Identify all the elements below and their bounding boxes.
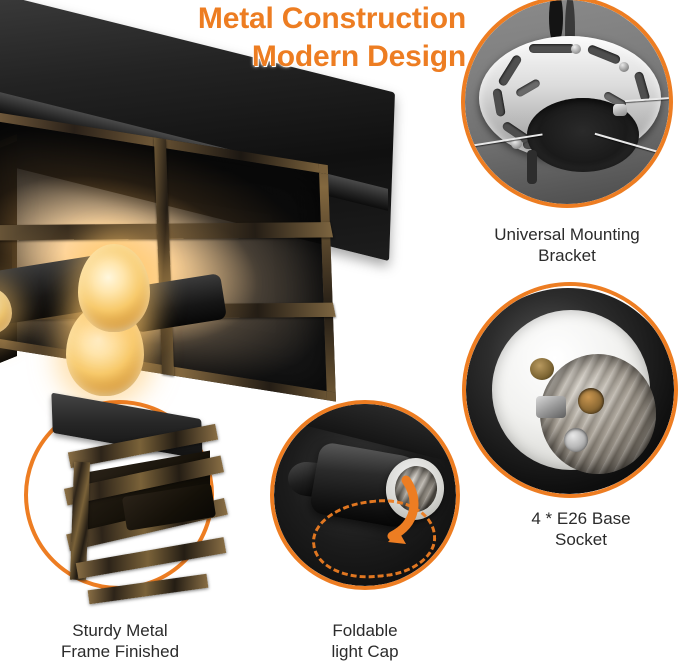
caption-line-1: Sturdy Metal <box>72 621 168 640</box>
ceiling-cable <box>549 0 563 46</box>
bracket-slot <box>586 43 622 66</box>
frame-photo <box>24 392 228 605</box>
bracket-slot <box>514 78 542 98</box>
bracket-screw <box>571 44 581 54</box>
caption-sturdy-metal-frame: Sturdy Metal Frame Finished <box>20 620 220 662</box>
bracket-slot <box>529 44 575 53</box>
edison-bulb <box>78 244 150 332</box>
caption-universal-mounting-bracket: Universal Mounting Bracket <box>455 224 679 266</box>
callout-e26-base-socket <box>462 282 678 498</box>
bracket-slot <box>492 87 506 118</box>
light-cap-photo <box>274 404 456 586</box>
bracket-slot <box>497 53 523 88</box>
socket-brass-nub <box>530 358 554 380</box>
socket-center-contact <box>578 388 604 414</box>
caption-line-1: Foldable <box>332 621 398 640</box>
bracket-photo <box>465 0 669 204</box>
bracket-clip <box>613 104 627 116</box>
caption-line-2: Socket <box>555 530 607 549</box>
bracket-cable <box>527 150 537 184</box>
ceiling-cable <box>565 0 575 64</box>
bracket-screw <box>511 138 522 149</box>
caption-foldable-light-cap: Foldable light Cap <box>265 620 465 662</box>
caption-e26-base-socket: 4 * E26 Base Socket <box>486 508 676 550</box>
caption-line-1: 4 * E26 Base <box>531 509 631 528</box>
caption-line-2: Bracket <box>538 246 596 265</box>
bracket-screw <box>619 62 629 72</box>
caption-line-2: Frame Finished <box>60 642 180 661</box>
caption-line-2: light Cap <box>331 642 399 661</box>
frame-diagonal-bar <box>87 573 209 605</box>
callout-foldable-light-cap <box>270 400 460 590</box>
hero-product-image <box>0 0 412 408</box>
bracket-slot <box>633 70 651 103</box>
rotation-arrow-icon <box>387 475 419 544</box>
socket-ceramic-ring <box>492 310 656 474</box>
socket-screw <box>564 428 588 452</box>
caption-line-1: Universal Mounting <box>494 225 640 244</box>
socket-photo <box>466 286 674 494</box>
callout-sturdy-metal-frame <box>24 392 228 605</box>
callout-universal-mounting-bracket <box>461 0 673 208</box>
mounting-plate <box>479 36 661 172</box>
socket-contact-tab <box>536 396 566 418</box>
